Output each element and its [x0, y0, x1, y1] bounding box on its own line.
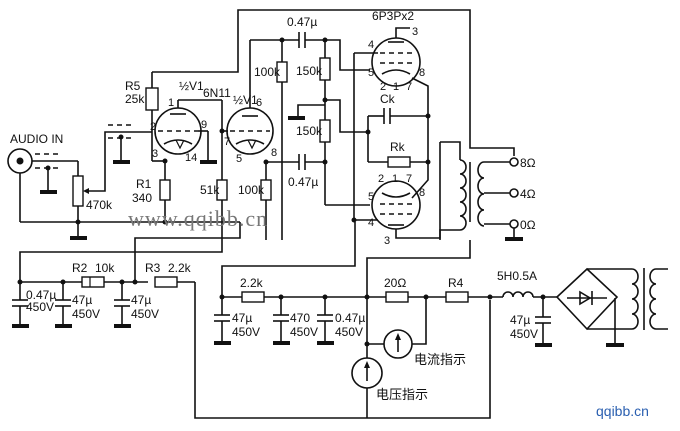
filter-capacitor	[55, 282, 72, 328]
svg-text:4: 4	[368, 39, 374, 51]
svg-text:150k: 150k	[296, 64, 323, 78]
svg-text:R5: R5	[125, 79, 141, 93]
svg-text:47µ: 47µ	[510, 313, 530, 327]
svg-text:8: 8	[419, 187, 425, 199]
v1b-label: ½V1	[233, 93, 258, 107]
svg-text:25k: 25k	[125, 92, 145, 106]
audio-input-jack	[7, 148, 33, 174]
filter-capacitor	[214, 297, 231, 345]
v1a-label: ½V1	[179, 79, 204, 93]
resistor-r4	[445, 291, 469, 303]
output-tube-bottom	[371, 180, 421, 230]
svg-text:450V: 450V	[72, 307, 100, 321]
svg-text:450V: 450V	[290, 325, 318, 339]
svg-text:0Ω: 0Ω	[520, 218, 536, 232]
svg-text:R3: R3	[145, 261, 161, 275]
voltage-meter-label: 电压指示	[376, 388, 428, 403]
svg-text:8: 8	[419, 67, 425, 79]
svg-text:4: 4	[368, 217, 374, 229]
svg-text:5: 5	[368, 191, 374, 203]
svg-text:0.47µ: 0.47µ	[335, 311, 365, 325]
svg-text:9: 9	[201, 119, 207, 131]
svg-text:7: 7	[406, 81, 412, 93]
svg-text:10k: 10k	[95, 261, 115, 275]
svg-text:6: 6	[256, 97, 262, 109]
svg-text:3: 3	[412, 26, 418, 38]
svg-text:340: 340	[132, 191, 152, 205]
svg-text:3: 3	[384, 235, 390, 247]
volume-potentiometer	[72, 175, 84, 207]
svg-text:2: 2	[380, 81, 386, 93]
resistor-r5	[145, 87, 159, 111]
current-meter-label: 电流指示	[414, 353, 466, 368]
svg-text:47µ: 47µ	[131, 293, 151, 307]
svg-text:47µ: 47µ	[72, 293, 92, 307]
svg-text:7: 7	[406, 173, 412, 185]
svg-text:100k: 100k	[238, 183, 265, 197]
svg-text:0.47µ: 0.47µ	[26, 288, 56, 302]
svg-text:51k: 51k	[200, 183, 220, 197]
svg-text:450V: 450V	[232, 325, 260, 339]
svg-text:R2: R2	[72, 261, 88, 275]
svg-text:3: 3	[152, 148, 158, 160]
svg-text:1: 1	[392, 173, 398, 185]
svg-text:450V: 450V	[510, 327, 538, 341]
svg-text:450V: 450V	[26, 300, 54, 314]
filter-capacitor	[317, 297, 334, 345]
filter-capacitor	[273, 297, 290, 345]
svg-text:2.2k: 2.2k	[168, 261, 192, 275]
resistor-r1	[159, 179, 171, 201]
resistor-2k2	[241, 291, 265, 303]
svg-text:R1: R1	[136, 177, 152, 191]
v1-type-label: 6N11	[203, 86, 231, 100]
watermark-center: www.qqibb.cn	[128, 206, 268, 231]
choke-label: 5H0.5A	[497, 269, 537, 283]
resistor-rk	[387, 156, 411, 168]
svg-text:150k: 150k	[296, 124, 323, 138]
svg-text:4Ω: 4Ω	[520, 187, 536, 201]
output-terminal-8ohm	[509, 157, 519, 167]
ck-label: Ck	[380, 92, 396, 106]
tube-v1b	[226, 107, 274, 155]
svg-text:5: 5	[236, 153, 242, 165]
tube-v1a	[154, 107, 202, 155]
power-transformer	[631, 268, 668, 330]
watermark-corner: qqibb.cn	[596, 403, 649, 419]
coupling-cap-bottom-label: 0.47µ	[288, 175, 318, 189]
svg-text:8Ω: 8Ω	[520, 156, 536, 170]
svg-text:5: 5	[368, 67, 374, 79]
svg-text:2: 2	[150, 121, 156, 133]
filter-capacitor	[535, 297, 552, 347]
svg-text:7: 7	[224, 136, 230, 148]
svg-text:1: 1	[168, 97, 174, 109]
output-transformer	[459, 159, 485, 231]
resistor-20ohm	[385, 291, 409, 303]
filter-capacitor	[12, 282, 29, 328]
rk-label: Rk	[390, 140, 406, 154]
svg-text:8: 8	[271, 147, 277, 159]
bridge-rectifier	[555, 267, 619, 331]
svg-text:100k: 100k	[254, 65, 281, 79]
coupling-cap-top-label: 0.47µ	[287, 15, 317, 29]
svg-text:47µ: 47µ	[232, 311, 252, 325]
output-tubes-label: 6P3Px2	[372, 9, 414, 23]
svg-text:2.2k: 2.2k	[240, 276, 264, 290]
svg-text:14: 14	[185, 152, 197, 164]
svg-text:470: 470	[290, 311, 310, 325]
pot-value: 470k	[86, 198, 113, 212]
svg-text:450V: 450V	[335, 325, 363, 339]
output-terminal-0ohm	[509, 219, 519, 229]
svg-text:1: 1	[393, 81, 399, 93]
svg-text:450V: 450V	[131, 307, 159, 321]
audio-in-label: AUDIO IN	[10, 132, 63, 146]
svg-text:R4: R4	[448, 276, 464, 290]
resistor-r3	[154, 276, 178, 288]
choke-inductor	[502, 291, 534, 298]
output-terminal-4ohm	[509, 188, 519, 198]
svg-text:20Ω: 20Ω	[384, 276, 406, 290]
resistor-r2	[81, 276, 105, 288]
filter-capacitor	[114, 282, 131, 328]
svg-text:2: 2	[378, 173, 384, 185]
